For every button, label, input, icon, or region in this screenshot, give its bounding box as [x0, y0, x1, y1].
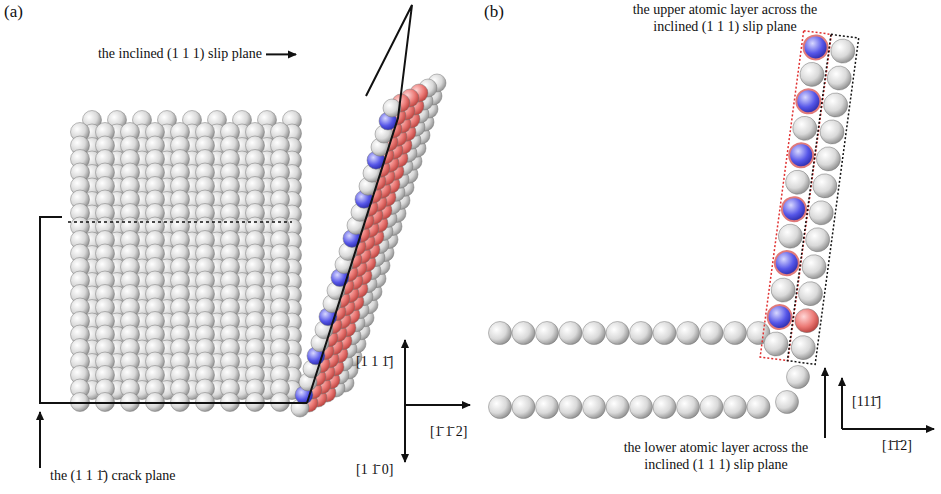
- axis-arrow: [841, 378, 843, 429]
- atom-sphere: [559, 322, 582, 345]
- atom-sphere: [724, 396, 747, 419]
- axis-label: [1̄ 1̄ 2]: [430, 424, 467, 441]
- layer-outline: [760, 31, 831, 361]
- atom-sphere: [822, 92, 849, 119]
- panel-label: (b): [484, 2, 504, 22]
- atom-sphere: [766, 304, 793, 331]
- atom-sphere: [677, 396, 700, 419]
- annotation-label: the lower atomic layer across the inclin…: [612, 440, 820, 474]
- inclined-columns: [760, 31, 859, 365]
- axis-arrow: [404, 405, 406, 462]
- axis-arrow: [405, 404, 470, 406]
- atom-sphere: [795, 88, 822, 115]
- atom-sphere: [489, 322, 512, 345]
- slip-plane-outline: [307, 5, 412, 403]
- atom-sphere: [798, 61, 825, 88]
- atom-sphere: [788, 142, 815, 169]
- atom-sphere: [777, 223, 804, 250]
- atom-sphere: [773, 250, 800, 277]
- layer-outline: [787, 34, 858, 364]
- atom-sphere: [653, 396, 676, 419]
- atom-sphere: [653, 322, 676, 345]
- atom-sphere: [801, 253, 828, 280]
- crack-plane-outline: [40, 217, 307, 403]
- atom-sphere: [811, 172, 838, 199]
- axis-arrow: [842, 428, 934, 430]
- atom-sphere: [776, 391, 799, 414]
- atom-sphere: [700, 322, 723, 345]
- atom-sphere: [536, 396, 559, 419]
- atom-sphere: [583, 396, 606, 419]
- annotation-label: the (1 1 1̄) crack plane: [50, 468, 176, 485]
- atom-sphere: [559, 396, 582, 419]
- atoms-panel-a: [71, 74, 447, 417]
- atoms-panel-b: [489, 31, 859, 419]
- axis-label: [111̄]: [852, 394, 881, 411]
- annotation-label: the inclined (1 1 1) slip plane: [98, 46, 262, 63]
- axis-arrow: [404, 340, 406, 405]
- atom-sphere: [808, 199, 835, 226]
- atom-sphere: [512, 322, 535, 345]
- atom-sphere: [770, 277, 797, 304]
- atom-sphere: [724, 322, 747, 345]
- leader-arrow: [266, 53, 296, 55]
- leader-arrow: [39, 412, 41, 468]
- atom-sphere: [790, 334, 817, 361]
- atom-sphere: [815, 145, 842, 172]
- atom-sphere: [583, 322, 606, 345]
- atom-sphere: [700, 396, 723, 419]
- plane-outlines: [40, 5, 412, 403]
- atom-sphere: [536, 322, 559, 345]
- atom-sphere: [747, 396, 770, 419]
- atom-sphere: [763, 331, 790, 358]
- leader-arrow: [824, 368, 826, 438]
- atom-sphere: [829, 38, 856, 65]
- annotation-label: the upper atomic layer across the inclin…: [610, 2, 840, 36]
- axis-label: [1 1 1̄]: [356, 354, 393, 371]
- atom-sphere: [819, 118, 846, 145]
- axis-label: [1 1̄ 0]: [356, 462, 393, 479]
- atom-sphere: [606, 322, 629, 345]
- atom-sphere: [677, 322, 700, 345]
- panel-label: (a): [4, 2, 23, 22]
- atom-sphere: [804, 226, 831, 253]
- atom-sphere: [630, 396, 653, 419]
- atom-sphere: [489, 396, 512, 419]
- atom-sphere: [781, 196, 808, 223]
- leader-arrows: [40, 54, 934, 468]
- atom-sphere: [512, 396, 535, 419]
- atom-sphere: [784, 169, 811, 196]
- atom-sphere: [787, 366, 810, 389]
- atom-sphere: [793, 307, 820, 334]
- dotted-edge: [68, 221, 292, 223]
- atom-sphere: [791, 115, 818, 142]
- atom-sphere: [826, 65, 853, 92]
- atom-sphere: [797, 280, 824, 307]
- atom-sphere: [630, 322, 653, 345]
- axis-label: [1̄1̄2]: [882, 438, 912, 455]
- atom-sphere: [606, 396, 629, 419]
- atom-sphere: [802, 34, 829, 61]
